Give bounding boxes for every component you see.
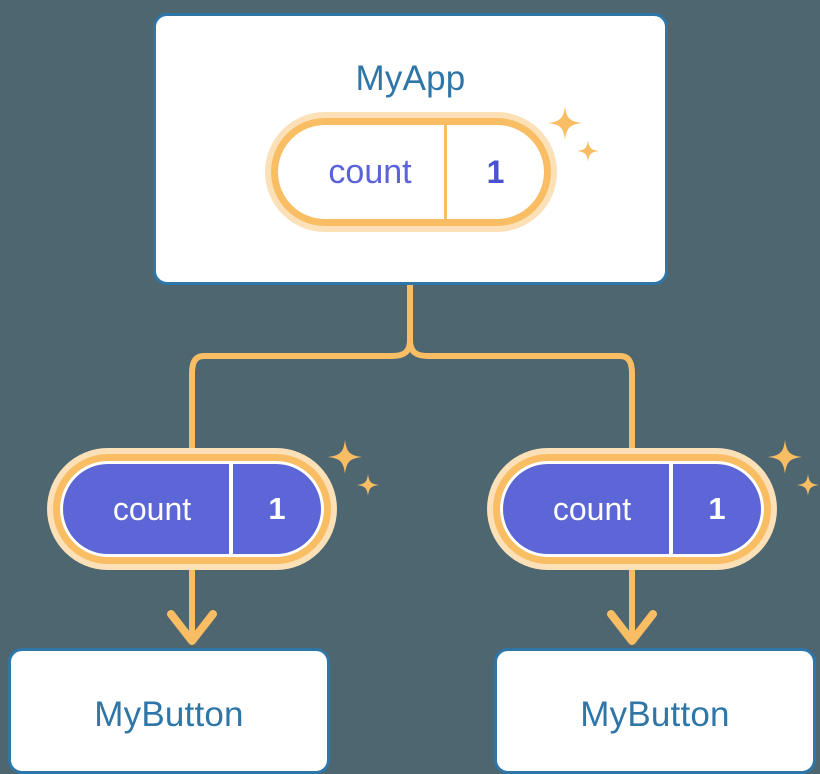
four-point-star-small-icon: [357, 474, 379, 496]
state-pill-branch-left[interactable]: count 1: [47, 448, 337, 570]
state-pill-ring: count 1: [271, 118, 551, 226]
four-point-star-icon: [328, 440, 362, 474]
state-pill-myapp[interactable]: count 1: [265, 112, 557, 232]
four-point-star-icon: [768, 440, 802, 474]
state-pill-ring: count 1: [53, 454, 331, 564]
component-title-myapp: MyApp: [355, 59, 466, 98]
component-card-mybutton-right[interactable]: MyButton: [494, 648, 816, 774]
state-pill-inner: count 1: [278, 125, 544, 219]
connector-root-to-branches: [189, 280, 635, 455]
state-pill-key: count: [552, 490, 632, 527]
component-card-mybutton-left[interactable]: MyButton: [8, 648, 330, 774]
state-pill-inner: count 1: [60, 461, 324, 557]
state-pill-value: 1: [669, 464, 761, 554]
four-point-star-small-icon: [797, 474, 819, 496]
connector-pill-left-to-button-left: [167, 563, 217, 645]
component-title-mybutton-right: MyButton: [580, 695, 730, 734]
component-title-mybutton-left: MyButton: [94, 695, 244, 734]
state-pill-key: count: [328, 152, 412, 191]
state-pill-value: 1: [229, 464, 321, 554]
state-pill-ring: count 1: [493, 454, 771, 564]
state-pill-value: 1: [444, 125, 544, 219]
state-pill-key: count: [112, 490, 192, 527]
state-pill-inner: count 1: [500, 461, 764, 557]
connector-pill-right-to-button-right: [607, 563, 657, 645]
state-pill-branch-right[interactable]: count 1: [487, 448, 777, 570]
